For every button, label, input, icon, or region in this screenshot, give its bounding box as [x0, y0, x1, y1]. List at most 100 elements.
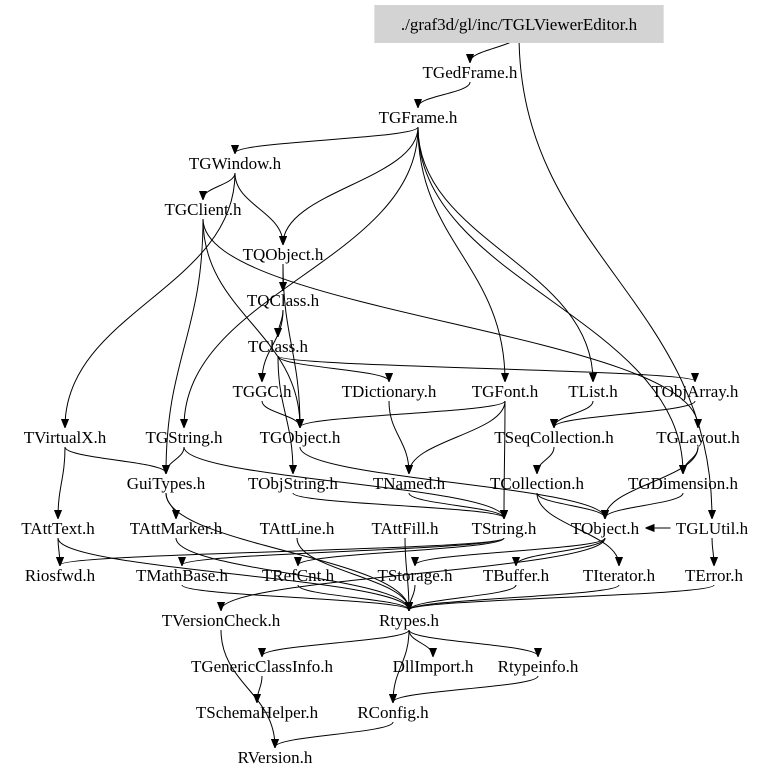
- node-tgdimension[interactable]: TGDimension.h: [628, 474, 739, 493]
- edge-tgwindow-to-tqobject: [234, 172, 283, 244]
- edge-tqobject-to-tgobject: [282, 263, 300, 427]
- edge-tgframe-to-tgfont: [417, 126, 505, 381]
- edge-tatt-fill-to-rtypes: [404, 537, 409, 610]
- edge-tgclient-to-gui-types: [166, 218, 204, 473]
- node-tgeneric-class-info[interactable]: TGenericClassInfo.h: [191, 657, 334, 676]
- edge-tatt-marker-to-rtypes: [175, 537, 409, 610]
- edge-tstring-to-riosfwd: [60, 537, 505, 565]
- edge-tseq-collection-to-tcollection: [537, 446, 555, 473]
- node-tversion-check[interactable]: TVersionCheck.h: [162, 611, 281, 630]
- node-label: TObjArray.h: [652, 382, 739, 401]
- node-tged-frame[interactable]: TGedFrame.h: [423, 63, 518, 82]
- edge-terror-to-rtypes: [409, 584, 715, 610]
- node-label: TString.h: [472, 519, 537, 538]
- node-tobj-array[interactable]: TObjArray.h: [652, 382, 739, 401]
- node-label: RConfig.h: [357, 703, 429, 722]
- node-tatt-line[interactable]: TAttLine.h: [260, 519, 335, 538]
- node-label: TAttLine.h: [260, 519, 335, 538]
- node-label: TGString.h: [146, 428, 223, 447]
- node-tgframe[interactable]: TGFrame.h: [379, 108, 458, 127]
- node-label: TGFrame.h: [379, 108, 458, 127]
- edge-tgframe-to-tlist: [417, 126, 593, 381]
- edge-tobj-string-to-tstring: [292, 492, 504, 518]
- node-tnamed[interactable]: TNamed.h: [373, 474, 446, 493]
- node-tvirtual-x[interactable]: TVirtualX.h: [24, 428, 107, 447]
- node-tgstring[interactable]: TGString.h: [146, 428, 223, 447]
- node-tgobject[interactable]: TGObject.h: [260, 428, 341, 447]
- node-tseq-collection[interactable]: TSeqCollection.h: [494, 428, 614, 447]
- node-label: TQObject.h: [243, 245, 324, 264]
- edge-rtypeinfo-to-rconfig: [393, 675, 539, 702]
- edge-tbuffer-to-rtypes: [409, 584, 517, 610]
- node-tgwindow[interactable]: TGWindow.h: [189, 154, 282, 173]
- edge-tgframe-to-tgdimension: [417, 126, 683, 473]
- edge-tgwindow-to-tvirtual-x: [65, 172, 236, 427]
- node-tcollection[interactable]: TCollection.h: [490, 474, 584, 493]
- edge-tnamed-to-tstring: [408, 492, 504, 518]
- node-titerator[interactable]: TIterator.h: [583, 566, 656, 585]
- node-tgclient[interactable]: TGClient.h: [165, 200, 242, 219]
- node-tstorage[interactable]: TStorage.h: [377, 566, 453, 585]
- node-label: TAttFill.h: [371, 519, 439, 538]
- node-label: TGWindow.h: [189, 154, 282, 173]
- node-riosfwd[interactable]: Riosfwd.h: [25, 566, 96, 585]
- node-tglayout[interactable]: TGLayout.h: [656, 428, 740, 447]
- node-tclass[interactable]: TClass.h: [248, 337, 308, 356]
- node-label: TGGC.h: [232, 382, 292, 401]
- edge-tggc-to-tgobject: [261, 400, 300, 427]
- node-tobj-string[interactable]: TObjString.h: [248, 474, 338, 493]
- node-tatt-marker[interactable]: TAttMarker.h: [130, 519, 223, 538]
- edge-tgfont-to-tnamed: [409, 400, 506, 473]
- node-tobject[interactable]: TObject.h: [571, 519, 640, 538]
- node-label: TGClient.h: [165, 200, 242, 219]
- node-label: GuiTypes.h: [127, 474, 206, 493]
- node-tschema-helper[interactable]: TSchemaHelper.h: [196, 703, 319, 722]
- edge-tref-cnt-to-rtypes: [297, 584, 409, 610]
- node-tglviewer-editor[interactable]: ./graf3d/gl/inc/TGLViewerEditor.h: [374, 5, 664, 43]
- edge-tgframe-to-tqobject: [283, 126, 419, 244]
- node-tstring[interactable]: TString.h: [472, 519, 537, 538]
- node-label: Riosfwd.h: [25, 566, 96, 585]
- node-tmath-base[interactable]: TMathBase.h: [136, 566, 229, 585]
- node-tatt-fill[interactable]: TAttFill.h: [371, 519, 439, 538]
- edge-rtypes-to-tgeneric-class-info: [262, 629, 410, 656]
- edge-tglutil-to-terror: [712, 537, 714, 565]
- node-tref-cnt[interactable]: TRefCnt.h: [262, 566, 335, 585]
- node-tqobject[interactable]: TQObject.h: [243, 245, 324, 264]
- edge-tgfont-to-tstring: [504, 400, 505, 518]
- edge-tglviewer-editor-to-tglutil: [518, 33, 712, 518]
- edge-tgstring-to-gui-types: [166, 446, 185, 473]
- node-label: TList.h: [568, 382, 618, 401]
- node-tlist[interactable]: TList.h: [568, 382, 618, 401]
- node-tqclass[interactable]: TQClass.h: [247, 291, 320, 310]
- node-rconfig[interactable]: RConfig.h: [357, 703, 429, 722]
- edge-tcollection-to-tobject: [536, 492, 605, 518]
- node-dll-import[interactable]: DllImport.h: [393, 657, 474, 676]
- root-node-box: [374, 5, 664, 43]
- edges-layer: [58, 33, 715, 747]
- node-terror[interactable]: TError.h: [685, 566, 744, 585]
- node-tbuffer[interactable]: TBuffer.h: [483, 566, 550, 585]
- node-label: TGedFrame.h: [423, 63, 518, 82]
- node-rversion[interactable]: RVersion.h: [238, 748, 313, 767]
- node-tatt-text[interactable]: TAttText.h: [21, 519, 95, 538]
- node-label: TAttMarker.h: [130, 519, 223, 538]
- node-rtypeinfo[interactable]: Rtypeinfo.h: [498, 657, 579, 676]
- node-tggc[interactable]: TGGC.h: [232, 382, 292, 401]
- edge-tclass-to-tobj-array: [277, 355, 695, 381]
- node-label: TSchemaHelper.h: [196, 703, 319, 722]
- node-label: TGLUtil.h: [676, 519, 749, 538]
- edge-tobj-array-to-tseq-collection: [554, 400, 696, 427]
- edge-rtypes-to-rconfig: [393, 629, 410, 702]
- node-label: TBuffer.h: [483, 566, 550, 585]
- node-tgfont[interactable]: TGFont.h: [472, 382, 539, 401]
- node-tdictionary[interactable]: TDictionary.h: [342, 382, 437, 401]
- node-gui-types[interactable]: GuiTypes.h: [127, 474, 206, 493]
- node-rtypes[interactable]: Rtypes.h: [379, 611, 439, 630]
- node-label: TVirtualX.h: [24, 428, 107, 447]
- node-tglutil[interactable]: TGLUtil.h: [676, 519, 749, 538]
- node-label: TGObject.h: [260, 428, 341, 447]
- node-label: TMathBase.h: [136, 566, 229, 585]
- edge-tgstring-to-tstring: [183, 446, 504, 518]
